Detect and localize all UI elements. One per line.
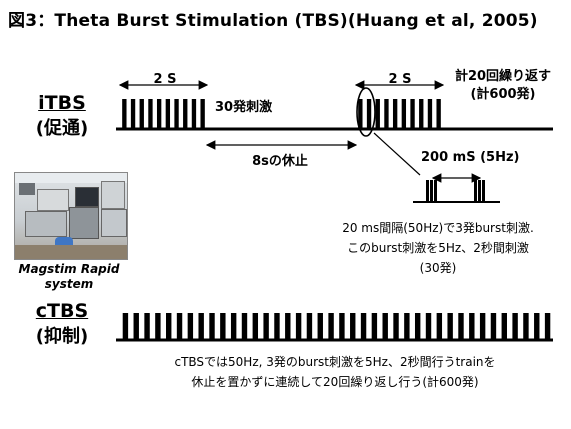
burst-highlight-ellipse <box>356 87 376 137</box>
burst-note-line2: このburst刺激を5Hz、2秒間刺激 <box>347 241 529 255</box>
itbs-rest-label: 8sの休止 <box>252 154 308 169</box>
ctbs-label-group: cTBS (抑制) <box>22 300 102 348</box>
ctbs-burst-38 <box>523 313 529 341</box>
ctbs-burst-32 <box>458 313 464 341</box>
itbs-total-line1: 計20回繰り返す <box>454 69 552 84</box>
ctbs-burst-24 <box>371 313 378 341</box>
ctbs-burst-1 <box>122 313 129 341</box>
itbs-duration-label-1: 2 S <box>153 72 177 87</box>
ctbs-note-line2: 休止を置かずに連続して20回繰り返し行う(計600発) <box>191 375 479 389</box>
ctbs-burst-7 <box>187 313 194 341</box>
ctbs-burst-21 <box>339 313 345 341</box>
itbs-t1-burst-8 <box>183 99 188 130</box>
zoomed-burst-group <box>426 180 485 202</box>
ctbs-burst-36 <box>501 313 507 341</box>
zoom-burst-2-pulse-1 <box>474 180 477 202</box>
itbs-t1-burst-7 <box>174 99 179 130</box>
ctbs-burst-23 <box>360 313 367 341</box>
itbs-t1-burst-3 <box>139 99 144 130</box>
zoom-burst-1-pulse-1 <box>426 180 429 202</box>
ctbs-burst-9 <box>209 313 215 341</box>
ctbs-burst-26 <box>393 313 399 341</box>
itbs-total-label: 計20回繰り返す (計600発) <box>448 68 558 104</box>
ctbs-burst-4 <box>155 313 161 341</box>
ctbs-burst-6 <box>176 313 183 341</box>
ctbs-burst-33 <box>469 313 475 341</box>
itbs-t2-burst-7 <box>410 99 415 130</box>
ctbs-burst-25 <box>382 313 388 341</box>
itbs-t1-burst-6 <box>165 99 171 130</box>
zoom-pointer-line <box>373 132 421 176</box>
ctbs-burst-31 <box>447 313 453 341</box>
itbs-t2-burst-2 <box>366 99 372 130</box>
ctbs-burst-22 <box>350 313 356 341</box>
itbs-t2-burst-1 <box>358 99 363 130</box>
ctbs-train <box>122 313 551 341</box>
itbs-t1-burst-1 <box>122 99 127 130</box>
ctbs-burst-40 <box>544 313 551 341</box>
itbs-t1-burst-4 <box>148 99 153 130</box>
itbs-pulses-label: 30発刺激 <box>215 100 273 115</box>
ctbs-burst-16 <box>285 313 291 341</box>
ctbs-name: cTBS <box>35 300 89 322</box>
ctbs-burst-17 <box>295 313 302 341</box>
itbs-total-line2: (計600発) <box>470 87 536 102</box>
ctbs-burst-30 <box>436 313 443 341</box>
ctbs-burst-28 <box>414 313 421 341</box>
ctbs-burst-10 <box>220 313 226 341</box>
burst-note-line3: (30発) <box>419 261 457 275</box>
ctbs-subtitle: (抑制) <box>35 326 89 347</box>
ctbs-burst-11 <box>230 313 237 341</box>
ctbs-burst-29 <box>425 313 432 341</box>
ctbs-burst-5 <box>166 313 172 341</box>
itbs-label-group: iTBS (促通) <box>22 92 102 140</box>
itbs-t2-burst-4 <box>384 99 389 130</box>
ctbs-note-line1: cTBSでは50Hz, 3発のburst刺激を5Hz、2秒間行うtrainを <box>174 355 496 369</box>
itbs-t2-burst-6 <box>401 99 407 130</box>
itbs-train-1 <box>122 99 205 130</box>
zoom-burst-2-pulse-2 <box>478 180 481 202</box>
ctbs-burst-12 <box>241 313 248 341</box>
ctbs-burst-3 <box>144 313 150 341</box>
zoom-burst-1-pulse-3 <box>434 180 437 202</box>
ctbs-burst-13 <box>252 313 259 341</box>
itbs-t1-burst-9 <box>191 99 197 130</box>
itbs-name: iTBS <box>38 92 86 114</box>
ctbs-burst-15 <box>274 313 280 341</box>
zoom-interval-label: 200 mS (5Hz) <box>421 150 520 165</box>
ctbs-burst-18 <box>306 313 313 341</box>
itbs-t1-burst-2 <box>130 99 136 130</box>
ctbs-burst-27 <box>404 313 410 341</box>
itbs-train-2 <box>358 99 441 130</box>
zoom-burst-1-pulse-2 <box>430 180 433 202</box>
itbs-t2-burst-8 <box>419 99 424 130</box>
burst-note: 20 ms間隔(50Hz)で3発burst刺激. このburst刺激を5Hz、2… <box>318 218 558 278</box>
ctbs-burst-34 <box>479 313 486 341</box>
itbs-t2-burst-3 <box>375 99 380 130</box>
burst-note-line1: 20 ms間隔(50Hz)で3発burst刺激. <box>342 221 534 235</box>
ctbs-burst-20 <box>328 313 334 341</box>
ctbs-burst-37 <box>512 313 518 341</box>
photo-caption-line2: system <box>44 277 94 291</box>
photo-caption-line1: Magstim Rapid <box>18 262 120 276</box>
ctbs-note: cTBSでは50Hz, 3発のburst刺激を5Hz、2秒間行うtrainを 休… <box>130 352 540 392</box>
photo-caption: Magstim Rapid system <box>10 262 128 292</box>
ctbs-burst-35 <box>490 313 497 341</box>
itbs-subtitle: (促通) <box>35 118 89 139</box>
itbs-t2-burst-5 <box>392 99 398 130</box>
itbs-t2-burst-10 <box>436 99 441 130</box>
itbs-t1-burst-10 <box>200 99 205 130</box>
itbs-duration-label-2: 2 S <box>388 72 412 87</box>
page-title: 図3：Theta Burst Stimulation (TBS)(Huang e… <box>8 11 538 31</box>
ctbs-burst-19 <box>317 313 323 341</box>
itbs-t2-burst-9 <box>427 99 433 130</box>
ctbs-burst-8 <box>198 313 204 341</box>
magstim-photo <box>14 172 128 260</box>
ctbs-burst-14 <box>263 313 269 341</box>
ctbs-burst-39 <box>534 313 540 341</box>
zoom-burst-2-pulse-3 <box>482 180 485 202</box>
ctbs-burst-2 <box>133 313 139 341</box>
itbs-t1-burst-5 <box>156 99 162 130</box>
